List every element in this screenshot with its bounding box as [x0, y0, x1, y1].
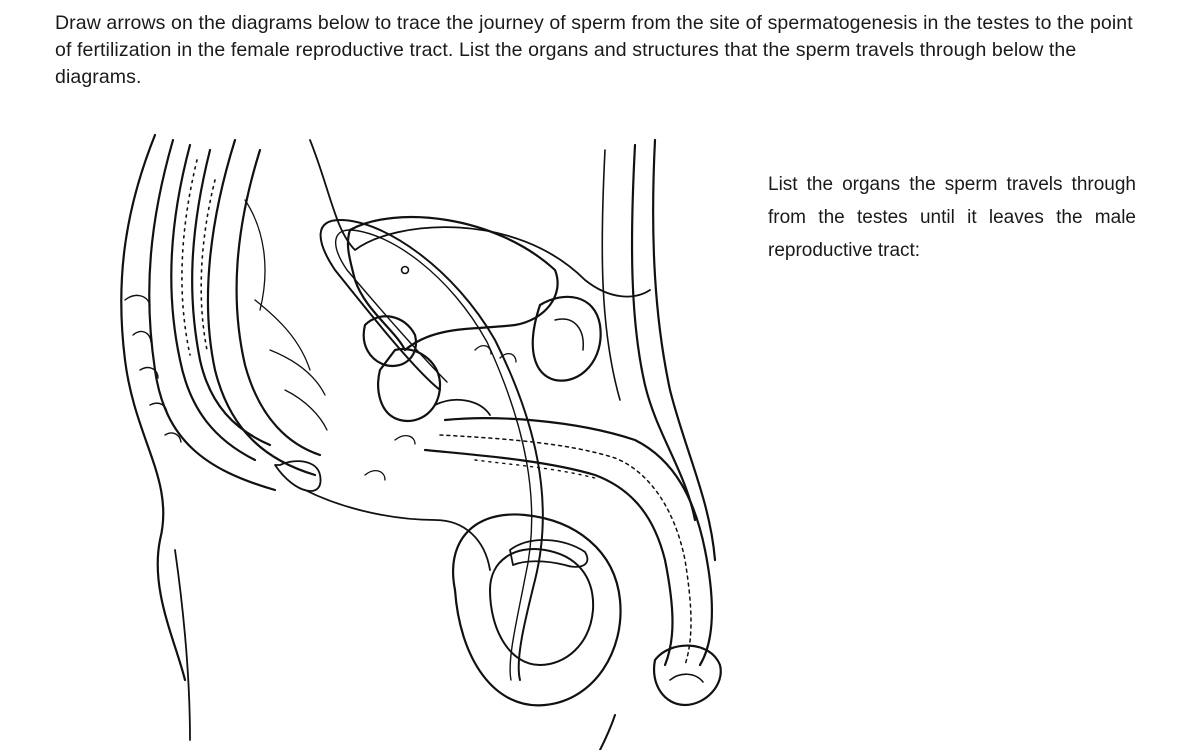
list-prompt-text: List the organs the sperm travels throug… — [768, 174, 1136, 261]
epididymis — [509, 539, 589, 568]
penis-lower — [423, 448, 674, 667]
sacrum-dots — [181, 159, 216, 356]
sacrum-segments — [124, 294, 182, 443]
abdominal-wall-muscle — [601, 149, 621, 401]
thigh-line — [174, 549, 191, 741]
perineum-line — [304, 489, 491, 571]
pubic-bone-inner — [554, 318, 584, 351]
corpus-spongiosum — [474, 459, 596, 479]
abdominal-wall-inner — [630, 143, 697, 522]
scrotum — [452, 513, 622, 707]
prostate-gland — [377, 347, 442, 423]
sacrum-outline-inner — [191, 148, 272, 447]
rectum-inner — [235, 148, 322, 457]
testis — [489, 548, 595, 666]
bulbourethral-region — [434, 398, 491, 416]
vas-deferens — [319, 219, 544, 681]
body-outline-back — [120, 133, 187, 682]
male-reproductive-system-diagram — [120, 133, 722, 750]
vas-deferens-inner — [335, 229, 533, 681]
pubic-symphysis — [531, 295, 602, 382]
rectum-outer — [206, 138, 317, 477]
seminal-vesicle — [362, 315, 418, 368]
rectum-folds — [244, 199, 328, 431]
scrotum-stem — [599, 714, 616, 750]
ureter-opening — [400, 265, 410, 275]
instructions-text: Draw arrows on the diagrams below to tra… — [55, 12, 1133, 88]
penis-upper — [443, 417, 714, 667]
urethra — [439, 434, 692, 666]
glans-penis — [652, 644, 722, 707]
anus-region — [274, 460, 322, 492]
peritoneum — [309, 139, 651, 298]
intestinal-folds — [364, 344, 517, 481]
sacrum-outline — [170, 143, 257, 462]
abdominal-wall-outer — [652, 138, 717, 562]
glans-tip — [669, 673, 704, 683]
